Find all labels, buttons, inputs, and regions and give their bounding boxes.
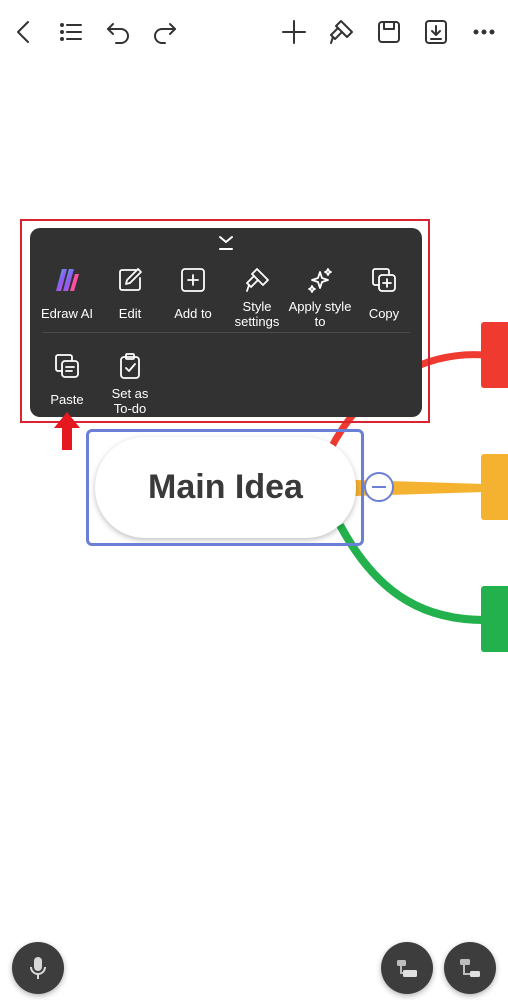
menu-label: Edit [118,306,142,321]
highlight-box [20,219,430,423]
microphone-icon [30,957,46,979]
add-box-icon [181,268,205,292]
menu-item-set-todo[interactable]: Set as To-do [98,350,162,416]
copy-icon [372,268,396,292]
undo-icon[interactable] [100,14,136,50]
menu-item-edit[interactable]: Edit [98,264,162,321]
up-arrow-annotation [54,412,80,450]
menu-label: Style settings [234,299,280,329]
branch-node-green[interactable] [481,586,508,652]
save-icon[interactable] [371,14,407,50]
edit-icon [119,268,142,291]
edraw-ai-logo [56,269,79,291]
branch-connector-green [336,523,486,624]
collapse-branch-button[interactable] [364,472,394,502]
menu-item-apply-style[interactable]: Apply style to [282,264,358,329]
top-toolbar [0,0,508,64]
menu-label: Add to [174,306,212,321]
menu-label: Copy [368,306,400,321]
sparkle-icon [308,268,332,293]
menu-item-add-to[interactable]: Add to [161,264,225,321]
todo-clipboard-icon [120,353,140,379]
paint-brush-icon [246,268,269,292]
layout-icon [397,960,417,977]
voice-input-button[interactable] [12,942,64,994]
menu-item-edraw-ai[interactable]: Edraw AI [35,264,99,321]
redo-icon[interactable] [147,14,183,50]
menu-label: Paste [50,392,84,407]
back-icon[interactable] [6,14,42,50]
download-icon[interactable] [418,14,454,50]
branch-node-red[interactable] [481,322,508,388]
outline-list-icon[interactable] [53,14,89,50]
context-menu: Edraw AI Edit Add to Style settings Appl… [30,228,422,417]
paste-icon [55,354,79,378]
plus-icon[interactable] [276,14,312,50]
main-topic-text: Main Idea [148,468,303,506]
collapse-menu-icon[interactable] [217,232,235,254]
menu-label: Apply style to [288,299,352,329]
menu-label: Edraw AI [40,306,94,321]
menu-item-paste[interactable]: Paste [35,350,99,407]
layout-toggle-button[interactable] [381,942,433,994]
menu-item-copy[interactable]: Copy [352,264,416,321]
format-painter-icon[interactable] [323,14,359,50]
selection-frame [86,429,364,546]
structure-icon [460,959,480,977]
more-icon[interactable] [466,14,502,50]
structure-button[interactable] [444,942,496,994]
main-topic-node[interactable]: Main Idea [95,437,356,538]
menu-label: Set as To-do [111,386,149,416]
branch-node-orange[interactable] [481,454,508,520]
menu-divider [42,332,410,333]
menu-item-style-settings[interactable]: Style settings [225,264,289,329]
